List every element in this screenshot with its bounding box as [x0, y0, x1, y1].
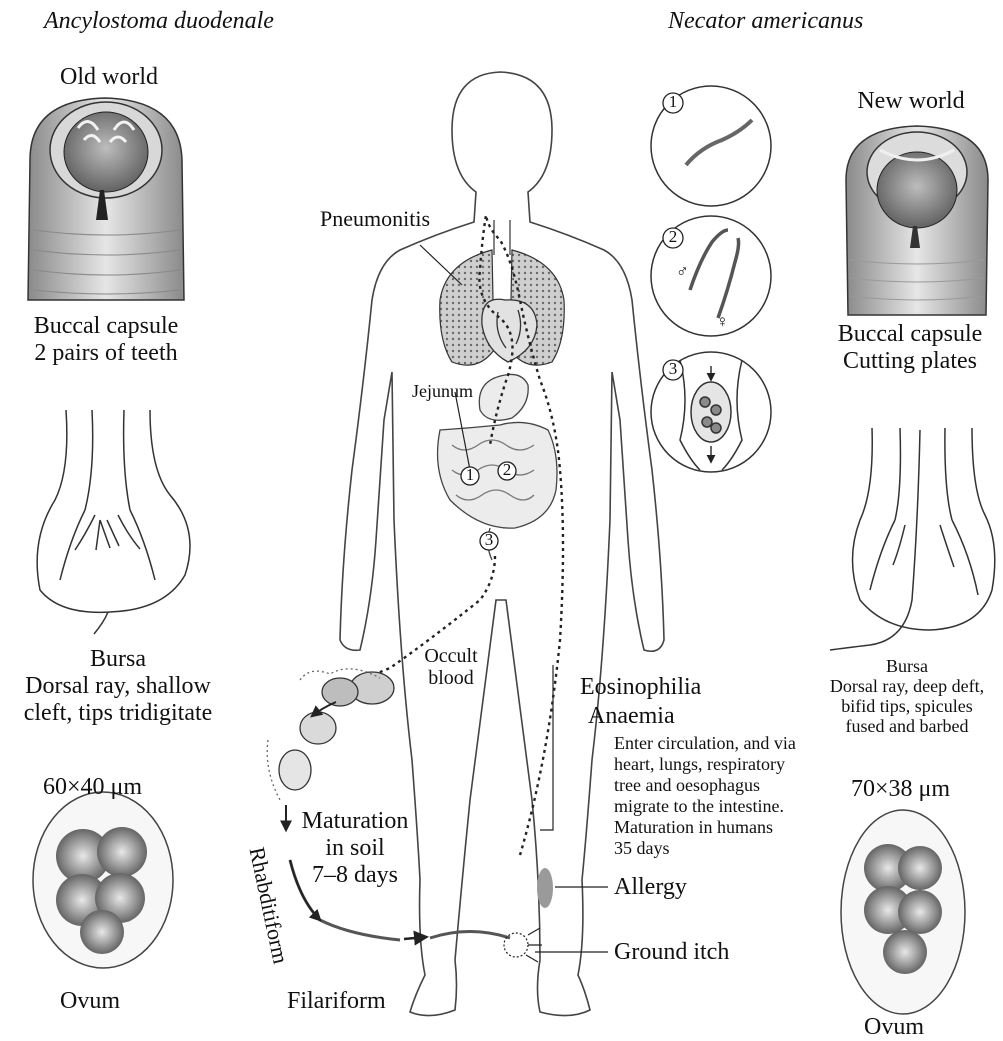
ground-itch-site [504, 928, 542, 962]
necator-buccal-caption: Buccal capsule Cutting plates [822, 321, 998, 375]
old-world-label: Old world [46, 64, 172, 91]
male-symbol: ♂ [676, 262, 689, 281]
female-symbol: ♀ [716, 312, 729, 331]
inset-marker-3: 3 [664, 359, 682, 378]
filariform-label: Filariform [287, 988, 386, 1015]
inset-marker-2: 2 [664, 227, 682, 246]
necator-bursa-caption: Bursa Dorsal ray, deep deft, bifid tips,… [812, 656, 1002, 737]
ancylostoma-bursa-caption: Bursa Dorsal ray, shallow cleft, tips tr… [10, 646, 226, 727]
new-world-label: New world [836, 88, 986, 115]
circulation-note: Enter circulation, and via heart, lungs,… [614, 733, 796, 859]
jejunum-label: Jejunum [412, 381, 473, 401]
ancylostoma-ovum-drawing [33, 792, 173, 968]
species-necator-label: Necator americanus [668, 8, 863, 35]
body-marker-1: 1 [461, 465, 479, 484]
soil-cycle-eggs [267, 669, 394, 800]
ancylostoma-buccal-capsule-drawing [28, 98, 184, 300]
necator-buccal-capsule-drawing [846, 126, 988, 315]
allergy-label: Allergy [614, 874, 687, 901]
body-marker-2: 2 [498, 460, 516, 479]
ancylostoma-ovum-label: Ovum [60, 988, 120, 1015]
maturation-in-soil-label: Maturation in soil 7–8 days [293, 808, 417, 889]
anaemia-label: Anaemia [588, 703, 675, 730]
necator-bursa-drawing [830, 428, 995, 650]
necator-ovum-drawing [841, 810, 965, 1014]
eosinophilia-label: Eosinophilia [580, 674, 701, 701]
necator-ovum-label: Ovum [864, 1014, 924, 1041]
ancylostoma-bursa-drawing [37, 410, 190, 634]
ground-itch-label: Ground itch [614, 939, 729, 966]
necator-egg-size: 70×38 μm [851, 776, 950, 803]
inset-marker-1: 1 [664, 92, 682, 111]
allergy-site [537, 868, 553, 908]
ancylostoma-egg-size: 60×40 μm [43, 774, 142, 801]
occult-blood-label: Occult blood [414, 645, 488, 690]
species-ancylostoma-label: Ancylostoma duodenale [44, 8, 274, 35]
pneumonitis-label: Pneumonitis [320, 207, 430, 232]
body-marker-3: 3 [480, 530, 498, 549]
ancylostoma-buccal-caption: Buccal capsule 2 pairs of teeth [14, 313, 198, 367]
